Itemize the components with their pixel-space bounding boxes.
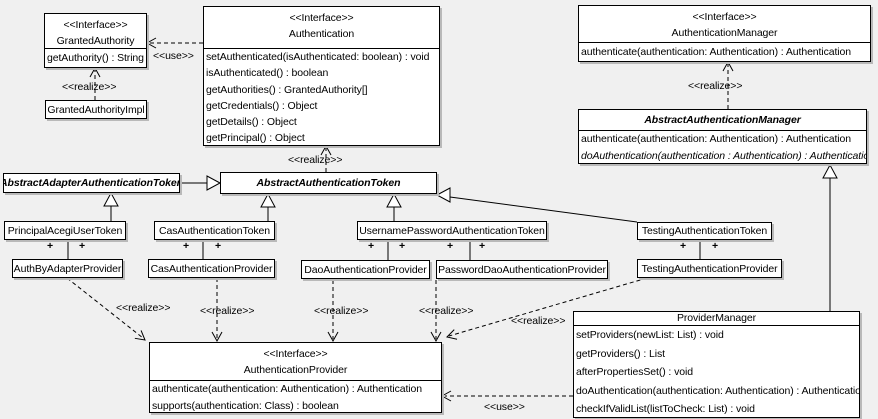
class-granted-authority-impl: GrantedAuthorityImpl (45, 100, 147, 119)
method: authenticate(authentication: Authenticat… (581, 46, 852, 58)
class-name: PrincipalAcegiUserToken (7, 224, 123, 237)
realize-label: <<realize>> (688, 80, 743, 92)
generalization-edge-providermanager-to-abstractauthenticationmanager (822, 163, 838, 311)
association-plus: + (215, 240, 222, 252)
class-cas-authentication-token: CasAuthenticationToken (154, 221, 275, 240)
method: authenticate(authentication: Authenticat… (581, 133, 852, 145)
stereotype-label: <<Interface>> (289, 12, 354, 24)
class-name: GrantedAuthority (56, 35, 135, 47)
realize-edge-grantedauthorityimpl-to-grantedauthority (89, 66, 101, 100)
class-name: ProviderManager (676, 312, 757, 324)
use-label: <<use>> (153, 50, 194, 62)
class-name: UsernamePasswordAuthenticationToken (359, 224, 545, 237)
realize-edge-casauthenticationprovider-to-authenticationprovider (211, 278, 223, 343)
class-provider-manager: ProviderManager setProviders(newList: Li… (573, 311, 860, 418)
method: afterPropertiesSet() : void (576, 366, 693, 379)
class-abstract-authentication-manager: AbstractAuthenticationManager authentica… (578, 109, 867, 164)
association-plus: + (399, 240, 406, 252)
association-plus: + (368, 240, 375, 252)
generalization-edge-castoken-to-abstracttoken (260, 192, 276, 221)
class-testing-authentication-token: TestingAuthenticationToken (637, 222, 772, 240)
realize-label: <<realize>> (511, 315, 566, 327)
association-plus: + (712, 240, 719, 252)
class-username-password-authentication-token: UsernamePasswordAuthenticationToken (357, 221, 547, 240)
generalization-edge-usernamepasswordtoken-to-abstracttoken (386, 192, 402, 221)
use-edge-authentication-to-grantedauthority (145, 37, 203, 49)
class-dao-authentication-provider: DaoAuthenticationProvider (301, 260, 430, 279)
method: getDetails() : Object (206, 116, 297, 129)
class-name: AbstractAuthenticationManager (644, 114, 801, 126)
class-name: CasAuthenticationToken (158, 224, 271, 237)
class-name: DaoAuthenticationProvider (304, 263, 427, 276)
class-name: GrantedAuthorityImpl (47, 103, 145, 116)
realize-label: <<realize>> (314, 305, 369, 317)
class-name: TestingAuthenticationProvider (641, 262, 778, 275)
class-abstract-adapter-authentication-token: AbstractAdapterAuthenticationToken (3, 173, 180, 193)
realize-edge-passworddaoprovider-to-authenticationprovider (430, 280, 442, 343)
method: getProviders() : List (576, 347, 665, 360)
class-testing-authentication-provider: TestingAuthenticationProvider (637, 259, 782, 278)
class-password-dao-authentication-provider: PasswordDaoAuthenticationProvider (436, 260, 608, 279)
method: setProviders(newList: List) : void (576, 329, 724, 341)
method: setAuthenticated(isAuthenticated: boolea… (206, 51, 430, 63)
class-abstract-authentication-token: AbstractAuthenticationToken (220, 172, 437, 194)
method: getAuthority() : String (47, 52, 144, 64)
method: checkIfValidList(listToCheck: List) : vo… (576, 403, 755, 416)
method: getPrincipal() : Object (206, 132, 305, 145)
association-plus: + (479, 240, 486, 252)
class-granted-authority: <<Interface>> GrantedAuthority getAuthor… (44, 13, 147, 68)
method: getAuthorities() : GrantedAuthority[] (206, 83, 368, 96)
class-authentication: <<Interface>> Authentication setAuthenti… (203, 6, 440, 146)
class-name: TestingAuthenticationToken (641, 225, 768, 237)
method: supports(authentication: Class) : boolea… (152, 399, 339, 412)
method: isAuthenticated() : boolean (206, 67, 329, 80)
class-name: AbstractAuthenticationToken (256, 177, 401, 189)
realize-label: <<realize>> (116, 302, 171, 314)
realize-edge-testingprovider-to-authenticationprovider (446, 277, 648, 340)
association-plus: + (79, 240, 86, 252)
generalization-edge-principalacegi-to-abstractadapter (103, 191, 119, 221)
association-plus: + (447, 240, 454, 252)
class-name: PasswordDaoAuthenticationProvider (438, 263, 606, 276)
class-name: Authentication (288, 28, 355, 40)
class-name: AbstractAdapterAuthenticationToken (3, 177, 180, 189)
class-cas-authentication-provider: CasAuthenticationProvider (148, 259, 275, 278)
method: doAuthentication(authentication: Authent… (576, 384, 859, 397)
class-authentication-provider: <<Interface>> AuthenticationProvider aut… (149, 342, 442, 413)
class-principal-acegi-user-token: PrincipalAcegiUserToken (4, 221, 126, 240)
class-name: CasAuthenticationProvider (150, 262, 273, 275)
class-name: AuthByAdapterProvider (13, 262, 122, 275)
association-plus: + (183, 240, 190, 252)
stereotype-label: <<Interface>> (63, 19, 128, 31)
realize-edge-abstractauthenticationmanager-to-authenticationmanager (722, 60, 734, 109)
generalization-edge-abstractadapter-to-abstracttoken (181, 175, 222, 191)
class-auth-by-adapter-provider: AuthByAdapterProvider (12, 259, 123, 278)
class-authentication-manager: <<Interface>> AuthenticationManager auth… (578, 5, 871, 62)
class-name: AuthenticationManager (671, 27, 778, 39)
method: getCredentials() : Object (206, 99, 318, 112)
realize-label: <<realize>> (288, 154, 343, 166)
association-plus: + (680, 240, 687, 252)
realize-edge-abstractauthenticationtoken-to-authentication (320, 144, 332, 172)
stereotype-label: <<Interface>> (263, 348, 328, 360)
use-edge-providermanager-to-authenticationprovider (440, 390, 573, 402)
method-abstract: doAuthentication(authentication : Authen… (581, 150, 866, 162)
realize-label: <<realize>> (419, 305, 474, 317)
class-name: AuthenticationProvider (243, 364, 348, 376)
method: authenticate(authentication: Authenticat… (152, 383, 423, 395)
realize-label: <<realize>> (200, 305, 255, 317)
generalization-edge-testingtoken-to-abstracttoken (435, 187, 638, 223)
use-label: <<use>> (484, 401, 525, 413)
realize-edge-authbyadapterprovider-to-authenticationprovider (66, 277, 146, 341)
realize-label: <<realize>> (62, 81, 117, 93)
realize-edge-daoauthenticationprovider-to-authenticationprovider (327, 280, 339, 343)
association-plus: + (47, 240, 54, 252)
stereotype-label: <<Interface>> (692, 11, 757, 23)
